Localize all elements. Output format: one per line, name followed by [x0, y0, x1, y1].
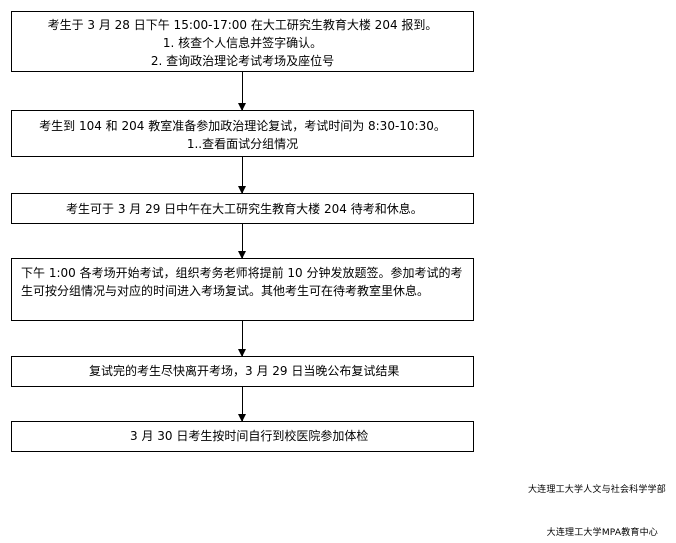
step-2-line-2: 1..查看面试分组情况 [186, 137, 299, 151]
flow-step-6: 3 月 30 日考生按时间自行到校医院参加体检 [11, 421, 474, 452]
step-1-line-3: 2. 查询政治理论考试考场及座位号 [150, 54, 335, 68]
step-3-line-1: 考生可于 3 月 29 日中午在大工研究生教育大楼 204 待考和休息。 [66, 202, 423, 216]
footer-mpa-center: 大连理工大学MPA教育中心 [546, 528, 658, 538]
step-1-line-2: 1. 核查个人信息并签字确认。 [162, 36, 323, 50]
step-6-line-1: 3 月 30 日考生按时间自行到校医院参加体检 [130, 429, 369, 443]
flow-step-5: 复试完的考生尽快离开考场，3 月 29 日当晚公布复试结果 [11, 356, 474, 387]
step-4-line-1: 下午 1:00 各考场开始考试，组织考务老师将提前 10 分钟发放题签。参加考试… [21, 266, 463, 280]
step-5-line-1: 复试完的考生尽快离开考场，3 月 29 日当晚公布复试结果 [89, 364, 400, 378]
step-1-line-1: 考生于 3 月 28 日下午 15:00-17:00 在大工研究生教育大楼 20… [47, 18, 438, 32]
flow-arrow-2 [238, 157, 246, 194]
flow-arrow-3 [238, 224, 246, 259]
flow-step-3: 考生可于 3 月 29 日中午在大工研究生教育大楼 204 待考和休息。 [11, 193, 474, 224]
step-4-line-2: 生可按分组情况与对应的时间进入考场复试。其他考生可在待考教室里休息。 [21, 284, 430, 298]
flow-arrow-4 [238, 321, 246, 357]
step-2-line-1: 考生到 104 和 204 教室准备参加政治理论复试，考试时间为 8:30-10… [39, 119, 446, 133]
flow-arrow-5 [238, 387, 246, 422]
footer-school: 大连理工大学人文与社会科学学部 [527, 485, 666, 495]
flow-step-2: 考生到 104 和 204 教室准备参加政治理论复试，考试时间为 8:30-10… [11, 110, 474, 157]
flow-step-1: 考生于 3 月 28 日下午 15:00-17:00 在大工研究生教育大楼 20… [11, 11, 474, 72]
flow-arrow-1 [238, 72, 246, 111]
flow-step-4: 下午 1:00 各考场开始考试，组织考务老师将提前 10 分钟发放题签。参加考试… [11, 258, 474, 321]
